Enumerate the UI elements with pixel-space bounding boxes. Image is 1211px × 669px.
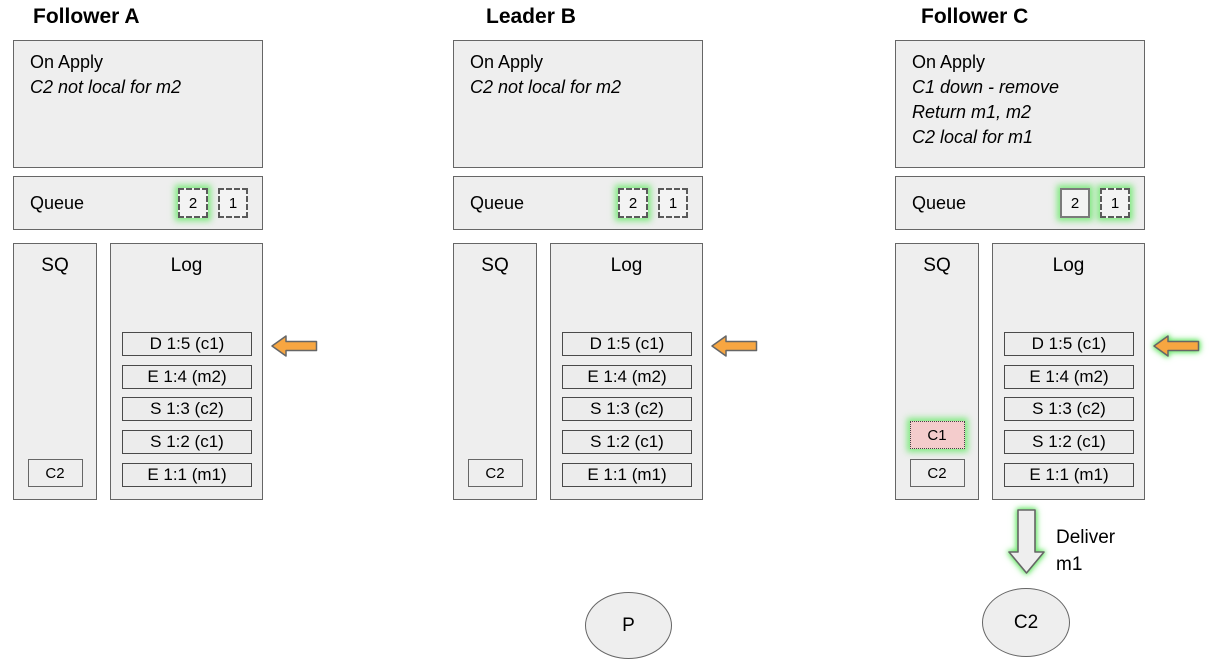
queue-item-2: 2 [178,188,208,218]
sq-items: C2 [14,459,96,487]
sq-box: SQ C1 C2 [895,243,979,500]
queue-label: Queue [470,192,525,213]
log-entry: E 1:4 (m2) [122,364,252,389]
sq-items: C2 [454,459,536,487]
queue-item-2: 2 [618,188,648,218]
log-entries: D 1:5 (c1) E 1:4 (m2) S 1:3 (c2) S 1:2 (… [1004,332,1134,487]
producer-label: P [622,614,635,636]
log-entry: S 1:2 (c1) [1004,430,1134,455]
queue-item-1: 1 [218,188,248,218]
log-entries: D 1:5 (c1) E 1:4 (m2) S 1:3 (c2) S 1:2 (… [562,332,692,487]
queue-box: Queue 2 1 [13,176,263,230]
queue-items: 2 1 [178,188,248,218]
log-entry: E 1:1 (m1) [122,462,252,487]
log-box: Log D 1:5 (c1) E 1:4 (m2) S 1:3 (c2) S 1… [992,243,1145,500]
on-apply-box: On Apply C1 down - remove Return m1, m2 … [895,40,1145,168]
queue-item-1: 1 [1100,188,1130,218]
log-entry: E 1:1 (m1) [562,462,692,487]
queue-item-1: 1 [658,188,688,218]
on-apply-note: C2 not local for m2 [470,77,622,97]
deliver-down-arrow-icon [1008,509,1045,574]
deliver-label: Deliver m1 [1056,524,1115,578]
sq-item-c2: C2 [27,459,83,487]
sq-items: C1 C2 [896,421,978,487]
on-apply-heading: On Apply [30,52,104,72]
sq-item-c2: C2 [467,459,523,487]
log-box: Log D 1:5 (c1) E 1:4 (m2) S 1:3 (c2) S 1… [550,243,703,500]
log-entry: D 1:5 (c1) [122,332,252,356]
on-apply-heading: On Apply [912,52,986,72]
queue-box: Queue 2 1 [453,176,703,230]
deliver-label-line1: Deliver [1056,527,1116,548]
producer-ellipse: P [585,592,672,659]
queue-box: Queue 2 1 [895,176,1145,230]
node-title: Follower C [921,5,1029,28]
log-entry: S 1:2 (c1) [122,430,252,455]
queue-item-2: 2 [1060,188,1090,218]
on-apply-note: Return m1, m2 [912,102,1032,122]
sq-label: SQ [41,255,69,276]
log-entries: D 1:5 (c1) E 1:4 (m2) S 1:3 (c2) S 1:2 (… [122,332,252,487]
log-entry: S 1:2 (c1) [562,430,692,455]
queue-label: Queue [30,192,85,213]
log-label: Log [610,255,643,276]
node-title: Leader B [486,5,576,28]
log-entry: D 1:5 (c1) [562,332,692,356]
log-entry: D 1:5 (c1) [1004,332,1134,356]
node-follower-a: Follower A On Apply C2 not local for m2 … [13,0,318,669]
on-apply-note: C2 local for m1 [912,127,1034,147]
node-leader-b: Leader B On Apply C2 not local for m2 Qu… [453,0,758,669]
on-apply-box: On Apply C2 not local for m2 [13,40,263,168]
sq-box: SQ C2 [453,243,537,500]
log-entry: E 1:1 (m1) [1004,462,1134,487]
apply-pointer-left-arrow-icon [1153,335,1200,357]
node-follower-c: Follower C On Apply C1 down - remove Ret… [895,0,1200,669]
log-entry: E 1:4 (m2) [562,364,692,389]
sq-label: SQ [923,255,951,276]
log-entry: S 1:3 (c2) [562,397,692,422]
on-apply-note: C1 down - remove [912,77,1060,97]
log-box: Log D 1:5 (c1) E 1:4 (m2) S 1:3 (c2) S 1… [110,243,263,500]
apply-pointer-left-arrow-icon [271,335,318,357]
sq-box: SQ C2 [13,243,97,500]
on-apply-heading: On Apply [470,52,544,72]
deliver-label-line2: m1 [1056,554,1083,575]
apply-pointer-left-arrow-icon [711,335,758,357]
consumer-ellipse: C2 [982,588,1070,657]
on-apply-box: On Apply C2 not local for m2 [453,40,703,168]
log-entry: S 1:3 (c2) [1004,397,1134,422]
queue-items: 2 1 [618,188,688,218]
consumer-label: C2 [1013,611,1039,633]
queue-label: Queue [912,192,967,213]
sq-item-c1-removed: C1 [909,421,965,449]
log-label: Log [170,255,203,276]
queue-items: 2 1 [1060,188,1130,218]
log-entry: E 1:4 (m2) [1004,364,1134,389]
sq-item-c2: C2 [909,459,965,487]
log-label: Log [1052,255,1085,276]
log-entry: S 1:3 (c2) [122,397,252,422]
node-title: Follower A [33,5,140,28]
on-apply-note: C2 not local for m2 [30,77,182,97]
sq-label: SQ [481,255,509,276]
